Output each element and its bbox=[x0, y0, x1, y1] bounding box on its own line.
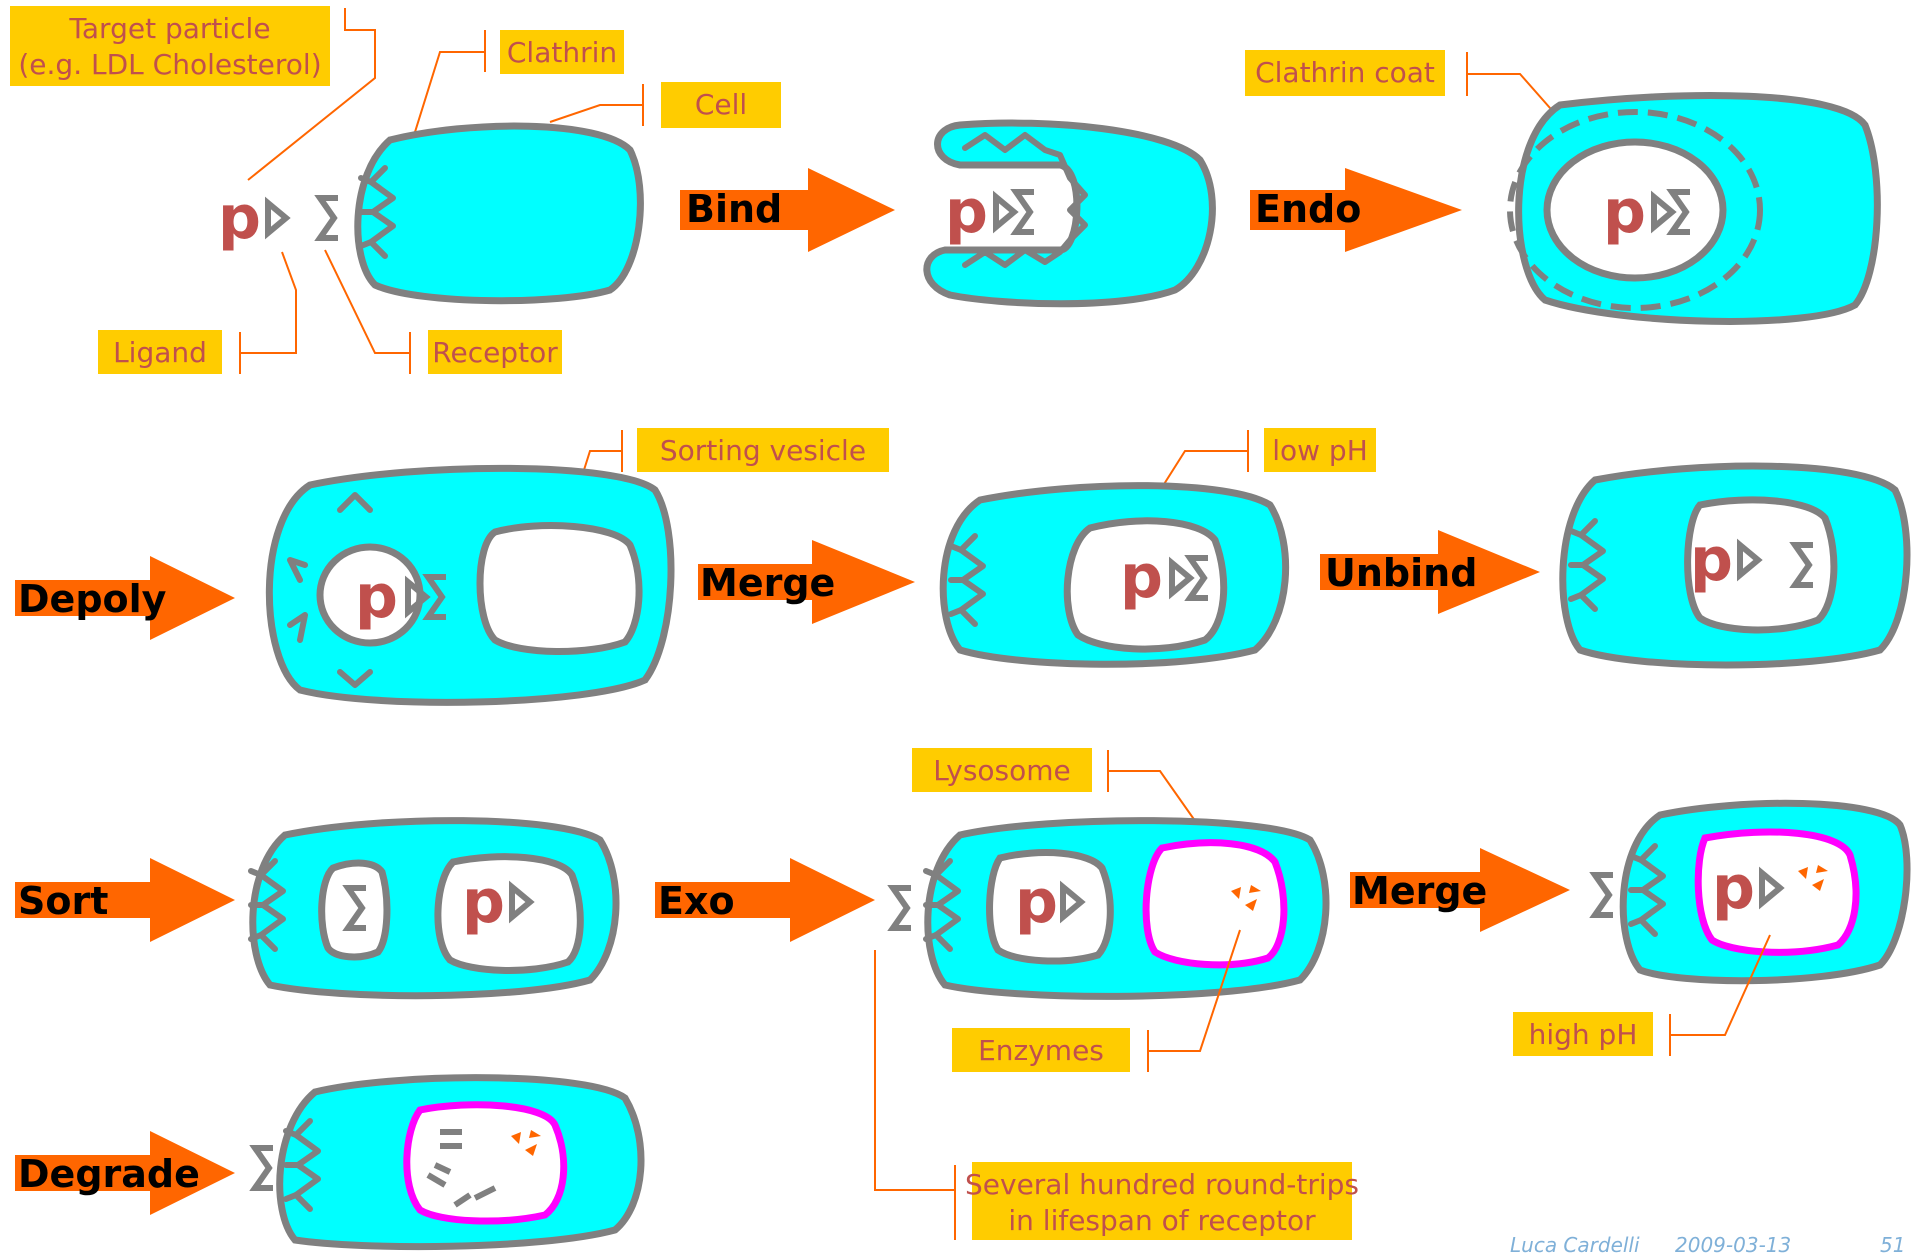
svg-text:p: p bbox=[1015, 867, 1058, 937]
label-enzymes: Enzymes bbox=[952, 1028, 1130, 1072]
step-unbind: Unbind bbox=[1320, 530, 1540, 614]
svg-text:p: p bbox=[218, 183, 261, 253]
label-ligand: Ligand bbox=[98, 330, 222, 374]
cell-endo: p bbox=[1507, 91, 1881, 325]
label-sorting-vesicle: Sorting vesicle bbox=[637, 428, 889, 472]
svg-text:Depoly: Depoly bbox=[18, 577, 167, 621]
svg-text:Merge: Merge bbox=[1352, 869, 1487, 913]
svg-text:Receptor: Receptor bbox=[432, 336, 558, 369]
cell-degrade bbox=[255, 1074, 645, 1251]
svg-text:high pH: high pH bbox=[1529, 1018, 1638, 1051]
step-depoly: Depoly bbox=[15, 556, 235, 640]
svg-text:p: p bbox=[462, 867, 505, 937]
step-bind: Bind bbox=[680, 168, 895, 252]
svg-text:Several hundred round-trips: Several hundred round-trips bbox=[965, 1168, 1359, 1201]
svg-text:in lifespan of receptor: in lifespan of receptor bbox=[1008, 1204, 1316, 1237]
svg-text:Clathrin coat: Clathrin coat bbox=[1255, 56, 1435, 89]
svg-text:Sort: Sort bbox=[18, 879, 108, 923]
svg-text:Sorting vesicle: Sorting vesicle bbox=[660, 434, 866, 467]
svg-text:51: 51 bbox=[1880, 1233, 1905, 1254]
cell-bind: p bbox=[923, 119, 1216, 308]
svg-text:p: p bbox=[1120, 542, 1163, 612]
cell-unbind: p bbox=[1559, 462, 1911, 669]
svg-text:Bind: Bind bbox=[686, 187, 782, 231]
label-clathrin: Clathrin bbox=[500, 30, 624, 74]
svg-text:p: p bbox=[1603, 177, 1646, 247]
svg-text:Endo: Endo bbox=[1255, 187, 1361, 231]
cell-lysosome-merge: p bbox=[1595, 799, 1911, 985]
svg-text:Ligand: Ligand bbox=[113, 336, 207, 369]
svg-text:Cell: Cell bbox=[695, 88, 747, 121]
label-clathrin-coat: Clathrin coat bbox=[1245, 50, 1445, 96]
svg-text:low pH: low pH bbox=[1272, 434, 1368, 467]
cell-initial: p bbox=[218, 122, 644, 305]
svg-text:Clathrin: Clathrin bbox=[507, 36, 617, 69]
cell-sort: p bbox=[251, 817, 620, 1000]
svg-text:p: p bbox=[355, 562, 398, 632]
label-lysosome: Lysosome bbox=[912, 748, 1092, 792]
svg-text:2009-03-13: 2009-03-13 bbox=[1675, 1233, 1791, 1254]
svg-text:p: p bbox=[1712, 853, 1755, 923]
label-low-ph: low pH bbox=[1264, 428, 1376, 472]
svg-text:p: p bbox=[945, 177, 988, 247]
svg-text:Merge: Merge bbox=[700, 561, 835, 605]
svg-text:Enzymes: Enzymes bbox=[978, 1034, 1104, 1067]
svg-text:Target particle: Target particle bbox=[68, 12, 270, 45]
label-round-trips: Several hundred round-trips in lifespan … bbox=[965, 1162, 1359, 1240]
svg-text:Degrade: Degrade bbox=[18, 1152, 200, 1196]
svg-text:Lysosome: Lysosome bbox=[933, 754, 1071, 787]
step-merge-1: Merge bbox=[698, 540, 915, 624]
svg-text:Luca Cardelli: Luca Cardelli bbox=[1510, 1233, 1640, 1254]
cell-exo: p bbox=[893, 817, 1330, 1000]
svg-text:p: p bbox=[1690, 525, 1733, 595]
svg-text:(e.g. LDL Cholesterol): (e.g. LDL Cholesterol) bbox=[18, 48, 321, 81]
footer: Luca Cardelli 2009-03-13 51 bbox=[1510, 1233, 1905, 1254]
step-exo: Exo bbox=[655, 858, 875, 942]
step-degrade: Degrade bbox=[15, 1131, 235, 1215]
svg-text:Unbind: Unbind bbox=[1325, 551, 1477, 595]
label-target-particle: Target particle (e.g. LDL Cholesterol) bbox=[10, 6, 330, 86]
label-receptor: Receptor bbox=[428, 330, 562, 374]
svg-text:Exo: Exo bbox=[658, 879, 735, 923]
step-merge-2: Merge bbox=[1350, 848, 1570, 932]
cell-merge: p bbox=[939, 482, 1290, 668]
cell-depoly: p bbox=[265, 464, 675, 706]
step-sort: Sort bbox=[15, 858, 235, 942]
label-cell: Cell bbox=[661, 82, 781, 128]
label-high-ph: high pH bbox=[1513, 1012, 1653, 1056]
step-endo: Endo bbox=[1250, 168, 1462, 252]
